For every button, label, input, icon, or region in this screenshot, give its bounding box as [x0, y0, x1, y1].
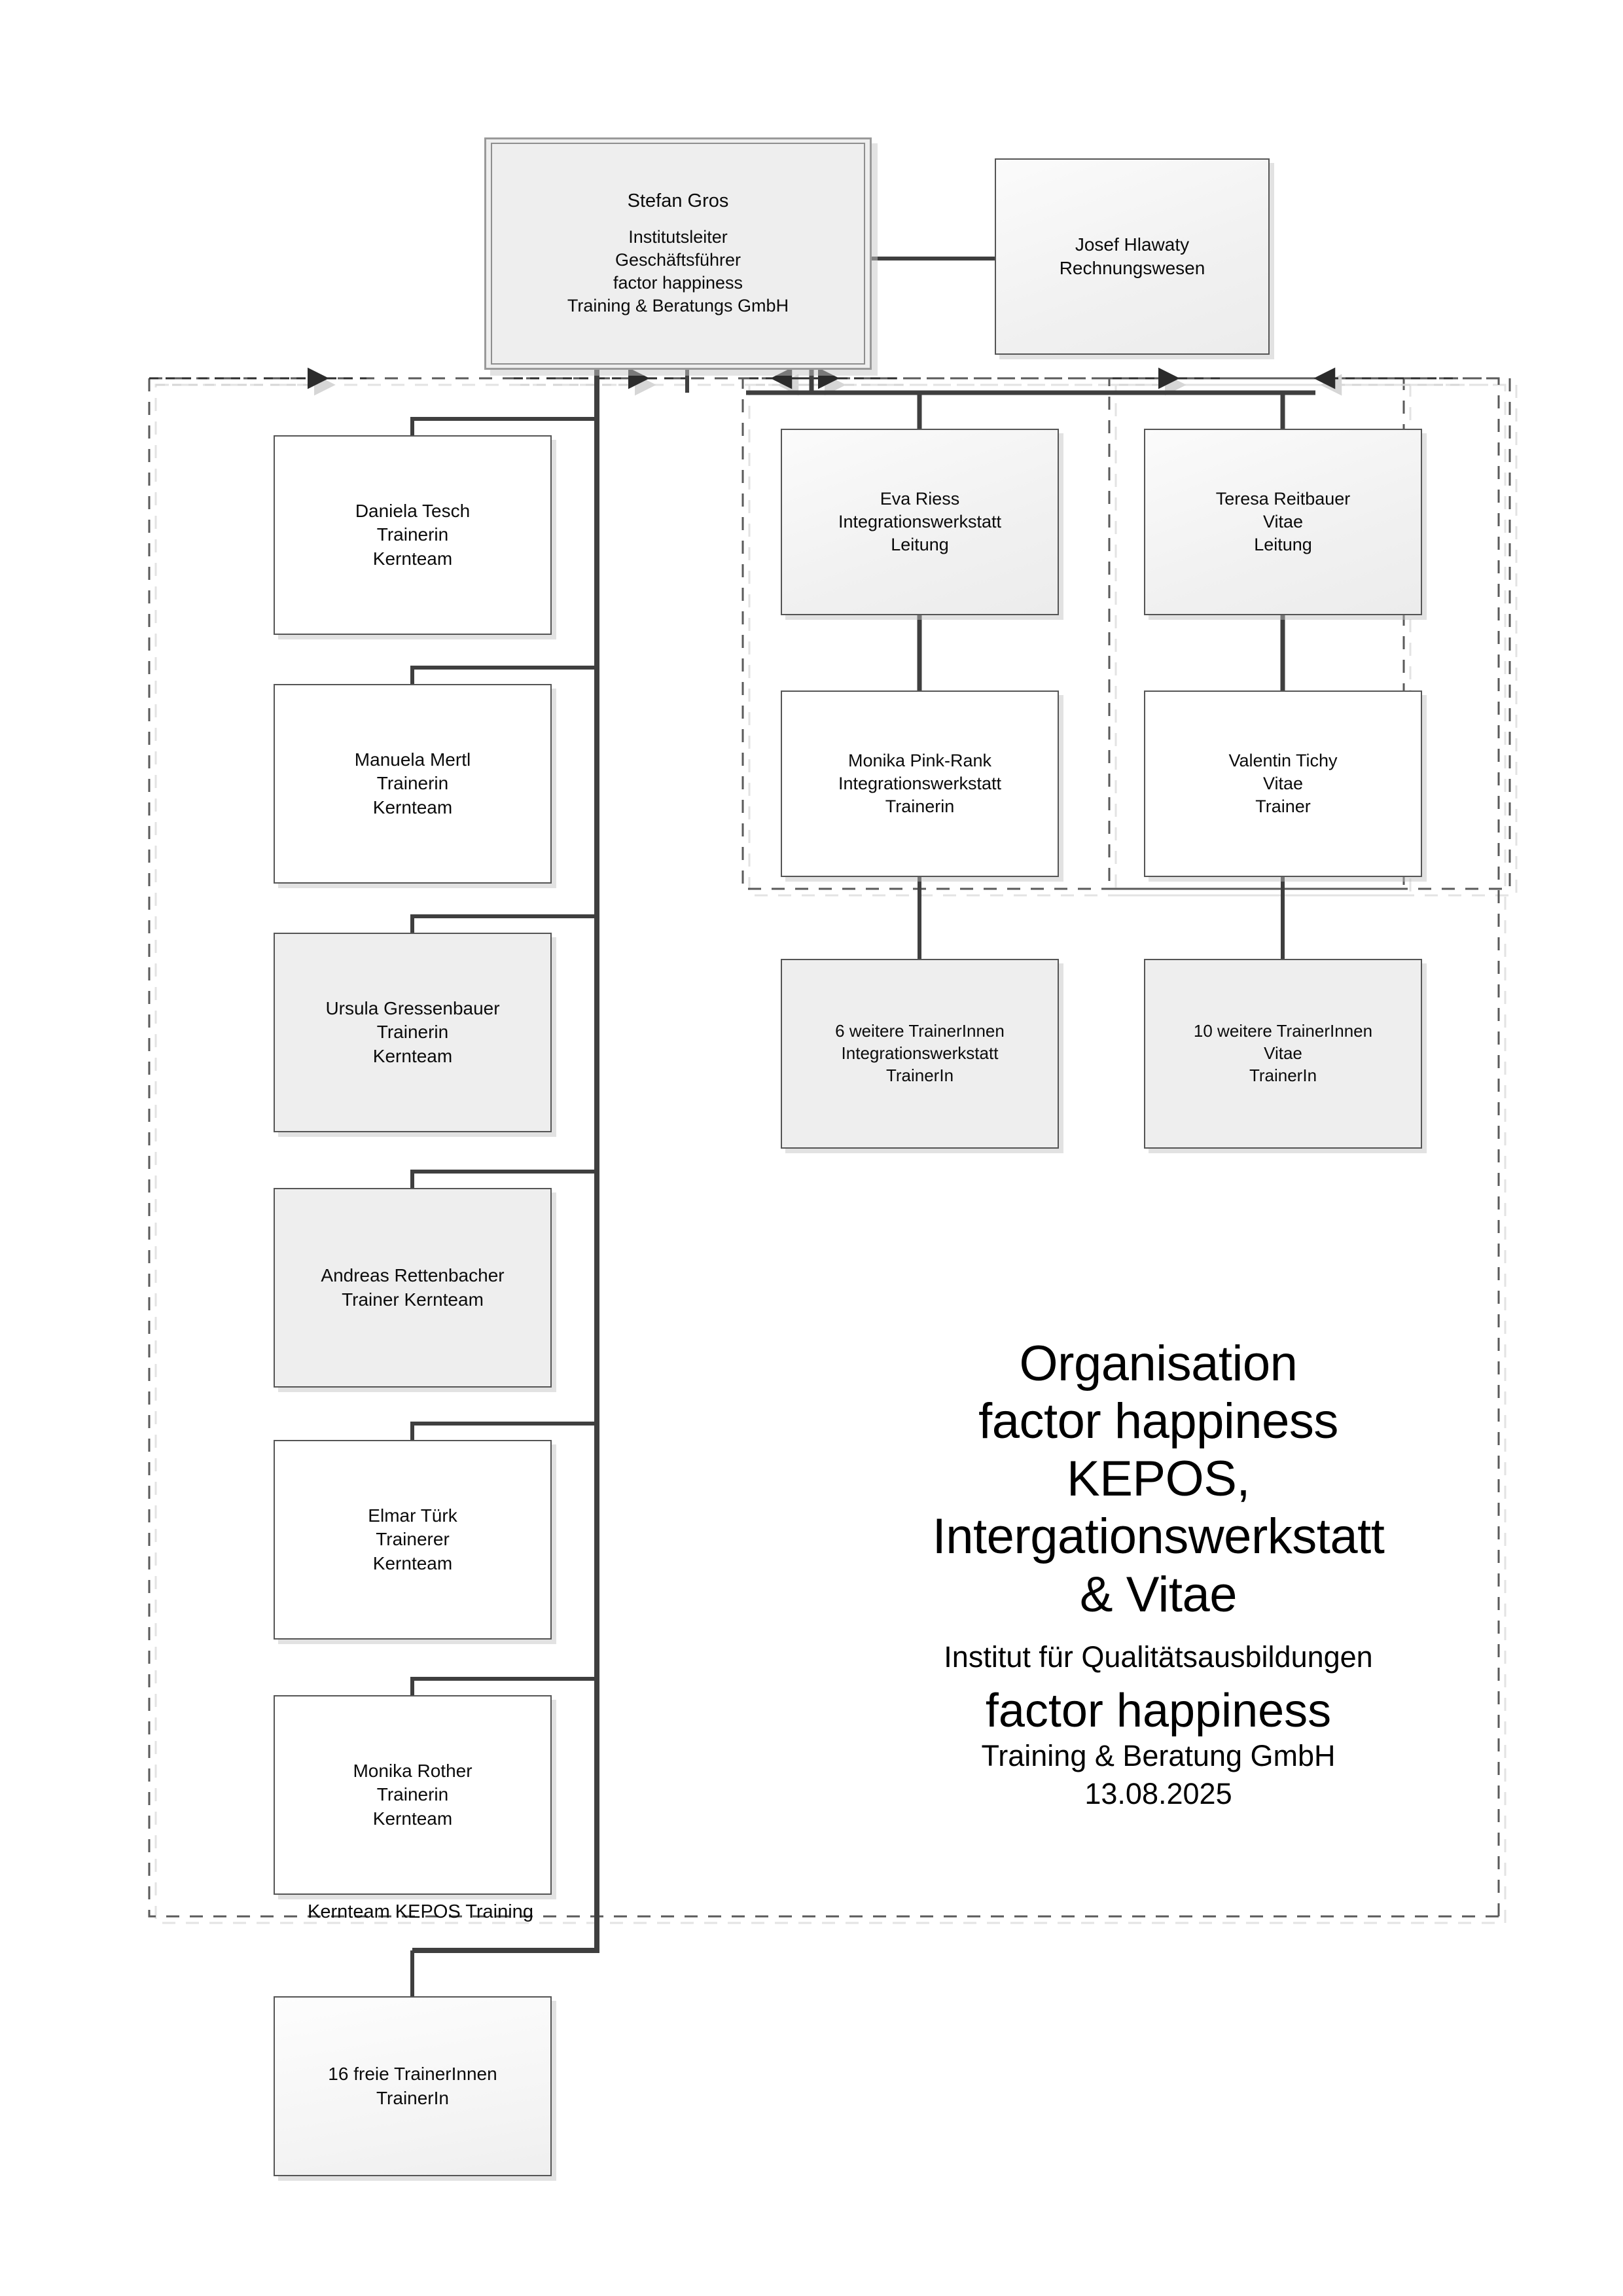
- ceo-role-1: Institutsleiter: [628, 227, 728, 247]
- title-line-4: Intergationswerkstatt: [932, 1509, 1385, 1565]
- kernteam-6-unit: Kernteam: [372, 1808, 453, 1829]
- node-ceo-inner: Stefan Gros Institutsleiter Geschäftsfüh…: [491, 143, 865, 365]
- kernteam-3-unit: Kernteam: [372, 1045, 453, 1066]
- vitae-lead-unit: Leitung: [1254, 535, 1312, 555]
- vitae-others-name: 10 weitere TrainerInnen: [1193, 1021, 1373, 1041]
- node-vitae-lead[interactable]: Teresa Reitbauer Vitae Leitung: [1144, 429, 1422, 615]
- title-legal: Training & Beratung GmbH: [981, 1739, 1336, 1773]
- vitae-trainer-unit: Trainer: [1255, 797, 1311, 817]
- node-vitae-others[interactable]: 10 weitere TrainerInnen Vitae TrainerIn: [1144, 959, 1422, 1149]
- kernteam-4-name: Andreas Rettenbacher: [321, 1265, 505, 1286]
- kernteam-5-role: Trainerer: [376, 1529, 450, 1550]
- node-kernteam-5[interactable]: Elmar Türk Trainerer Kernteam: [274, 1440, 552, 1640]
- title-subtitle: Institut für Qualitätsausbildungen: [944, 1640, 1373, 1674]
- iw-lead-role: Integrationswerkstatt: [838, 511, 1002, 531]
- node-kernteam-2[interactable]: Manuela Mertl Trainerin Kernteam: [274, 684, 552, 884]
- group-label-kernteam: Kernteam KEPOS Training: [308, 1901, 533, 1922]
- vitae-lead-role: Vitae: [1262, 511, 1304, 531]
- kernteam-6-role: Trainerin: [376, 1784, 449, 1805]
- ceo-name: Stefan Gros: [627, 190, 729, 212]
- kernteam-1-name: Daniela Tesch: [355, 500, 471, 521]
- ceo-spacer: [499, 214, 857, 226]
- iw-others-name: 6 weitere TrainerInnen: [835, 1021, 1005, 1041]
- node-vitae-trainer[interactable]: Valentin Tichy Vitae Trainer: [1144, 691, 1422, 877]
- iw-trainer-unit: Trainerin: [885, 797, 955, 817]
- title-line-3: KEPOS,: [1067, 1451, 1251, 1507]
- title-line-5: & Vitae: [1079, 1566, 1238, 1623]
- node-iw-trainer[interactable]: Monika Pink-Rank Integrationswerkstatt T…: [781, 691, 1059, 877]
- node-iw-lead[interactable]: Eva Riess Integrationswerkstatt Leitung: [781, 429, 1059, 615]
- node-kernteam-6[interactable]: Monika Rother Trainerin Kernteam: [274, 1695, 552, 1895]
- kernteam-3-name: Ursula Gressenbauer: [325, 997, 500, 1018]
- node-freelancers[interactable]: 16 freie TrainerInnen TrainerIn: [274, 1996, 552, 2176]
- ceo-role-2: Geschäftsführer: [615, 250, 741, 270]
- node-kernteam-1[interactable]: Daniela Tesch Trainerin Kernteam: [274, 435, 552, 635]
- title-date: 13.08.2025: [1084, 1777, 1232, 1811]
- node-ceo[interactable]: Stefan Gros Institutsleiter Geschäftsfüh…: [484, 137, 872, 370]
- ceo-role-3: factor happiness: [613, 273, 743, 293]
- iw-lead-name: Eva Riess: [880, 488, 960, 509]
- title-block: Organisation factor happiness KEPOS, Int…: [844, 1335, 1472, 1813]
- freelancers-name: 16 freie TrainerInnen: [328, 2064, 497, 2085]
- vitae-trainer-role: Vitae: [1262, 773, 1304, 793]
- vitae-trainer-name: Valentin Tichy: [1228, 750, 1338, 770]
- vitae-others-role: Vitae: [1264, 1043, 1302, 1064]
- node-kernteam-4[interactable]: Andreas Rettenbacher Trainer Kernteam: [274, 1188, 552, 1388]
- iw-trainer-role: Integrationswerkstatt: [838, 773, 1002, 793]
- kernteam-1-unit: Kernteam: [372, 548, 453, 569]
- iw-others-unit: TrainerIn: [885, 1065, 954, 1085]
- ceo-role-4: Training & Beratungs GmbH: [567, 296, 789, 316]
- kernteam-2-name: Manuela Mertl: [354, 749, 471, 770]
- node-iw-others[interactable]: 6 weitere TrainerInnen Integrationswerks…: [781, 959, 1059, 1149]
- kernteam-6-name: Monika Rother: [353, 1760, 473, 1781]
- accounting-name: Josef Hlawaty: [1075, 234, 1190, 255]
- title-line-1: Organisation: [1019, 1336, 1298, 1391]
- node-kernteam-3[interactable]: Ursula Gressenbauer Trainerin Kernteam: [274, 933, 552, 1132]
- accounting-role: Rechnungswesen: [1059, 258, 1205, 278]
- freelancers-role: TrainerIn: [376, 2087, 449, 2108]
- kernteam-2-unit: Kernteam: [372, 797, 453, 817]
- kernteam-5-unit: Kernteam: [372, 1552, 453, 1573]
- node-accounting[interactable]: Josef Hlawaty Rechnungswesen: [995, 158, 1270, 355]
- kernteam-2-role: Trainerin: [376, 773, 449, 794]
- kernteam-1-role: Trainerin: [376, 524, 449, 545]
- vitae-lead-name: Teresa Reitbauer: [1215, 488, 1351, 509]
- iw-lead-unit: Leitung: [891, 535, 949, 555]
- kernteam-4-role: Trainer Kernteam: [342, 1289, 484, 1310]
- iw-trainer-name: Monika Pink-Rank: [847, 750, 992, 770]
- kernteam-5-name: Elmar Türk: [368, 1505, 457, 1526]
- boundary-arrows: [149, 367, 1459, 396]
- iw-others-role: Integrationswerkstatt: [841, 1043, 999, 1064]
- kernteam-3-role: Trainerin: [376, 1022, 449, 1043]
- vitae-others-unit: TrainerIn: [1249, 1065, 1317, 1085]
- title-brand: factor happiness: [985, 1685, 1332, 1738]
- title-line-2: factor happiness: [978, 1393, 1338, 1450]
